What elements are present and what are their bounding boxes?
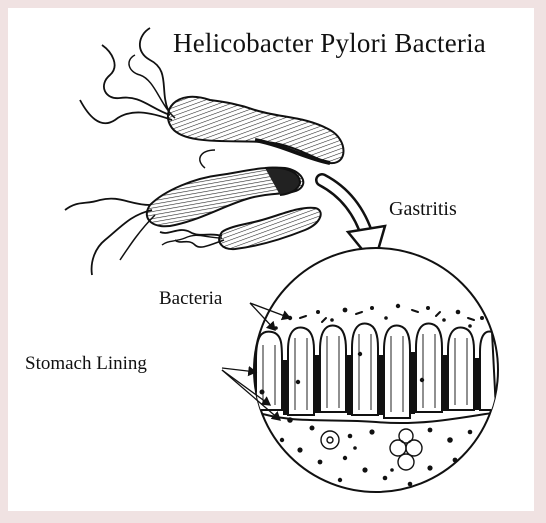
- diagram-title: Helicobacter Pylori Bacteria: [173, 28, 486, 59]
- bacteria-label: Bacteria: [159, 288, 222, 310]
- magnified-stomach-view: [250, 248, 498, 492]
- stomach-lining-label: Stomach Lining: [25, 353, 147, 375]
- gastritis-label: Gastritis: [389, 198, 457, 221]
- bacterium-middle: [65, 150, 303, 275]
